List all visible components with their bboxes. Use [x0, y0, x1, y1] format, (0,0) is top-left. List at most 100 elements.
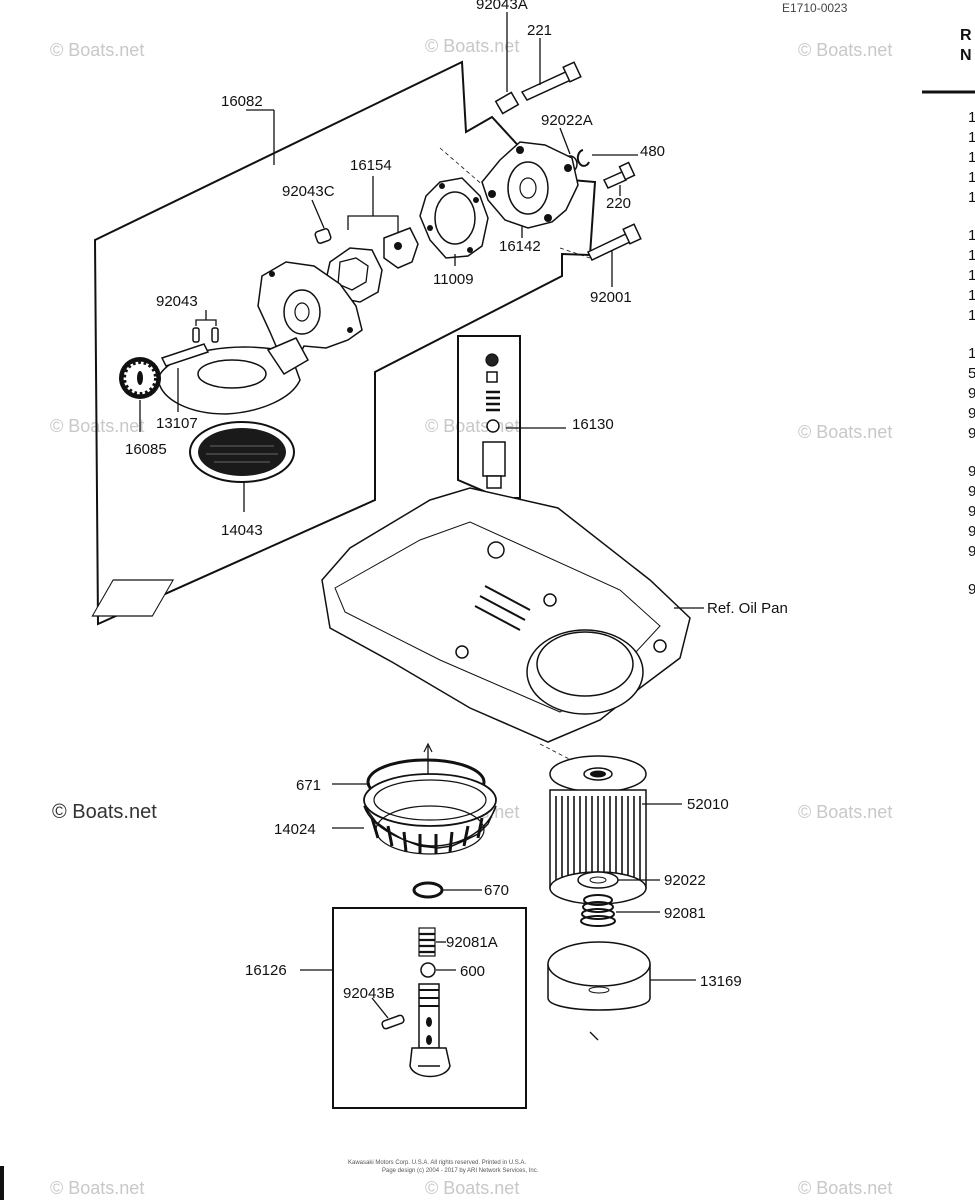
side-column-entry: 5 — [968, 365, 975, 382]
side-column-entry: 9 — [968, 463, 975, 480]
label-221: 221 — [527, 22, 552, 39]
side-column-entry: 9 — [968, 425, 975, 442]
pin-92043B — [381, 1014, 405, 1030]
washer-hole — [589, 876, 607, 884]
label-16082: 16082 — [221, 93, 263, 110]
diagram-ref-code: E1710-0023 — [782, 1, 848, 15]
label-670: 670 — [484, 882, 509, 899]
page-edge-mark — [0, 1166, 4, 1200]
label-600: 600 — [460, 963, 485, 980]
oring-670 — [412, 881, 444, 899]
side-column-entry: 1 — [968, 307, 975, 324]
side-column-entry: 9 — [968, 503, 975, 520]
side-column-entry: 1 — [968, 189, 975, 206]
label-13107: 13107 — [156, 415, 198, 432]
label-220: 220 — [606, 195, 631, 212]
label-16085: 16085 — [125, 441, 167, 458]
label-92043C: 92043C — [282, 183, 335, 200]
watermark: © Boats.net — [798, 422, 892, 442]
label-92043A: 92043A — [476, 0, 528, 13]
side-column-entry: 9 — [968, 385, 975, 402]
bolt-92001-head — [622, 223, 642, 245]
arrow-icon — [423, 742, 433, 753]
arrow-icon — [589, 1031, 599, 1041]
circlip-480 — [576, 149, 590, 167]
side-column-entry: 9 — [968, 483, 975, 500]
oil-filter-52010 — [549, 755, 647, 905]
label-16126: 16126 — [245, 962, 287, 979]
side-column-entry: 1 — [968, 129, 975, 146]
watermark: © Boats.net — [425, 1178, 519, 1198]
label-92022: 92022 — [664, 872, 706, 889]
oil-pan — [91, 487, 691, 743]
pump-body — [157, 261, 363, 415]
watermark: © Boats.net — [50, 40, 144, 60]
label-92022A: 92022A — [541, 112, 593, 129]
label-92001: 92001 — [590, 289, 632, 306]
bolt-220-head — [618, 161, 636, 181]
gear-16085 — [119, 357, 161, 399]
watermark: © Boats.net — [798, 40, 892, 60]
spring-92081 — [580, 894, 616, 927]
bracket-16154 — [347, 215, 399, 232]
filter-cover-14024 — [363, 773, 497, 855]
bracket-92043 — [195, 319, 217, 326]
shaft-13107 — [160, 343, 210, 367]
screen-14043 — [189, 421, 295, 483]
label-16154: 16154 — [350, 157, 392, 174]
side-column-entry: 1 — [968, 227, 975, 244]
guide-line — [559, 247, 591, 259]
side-column-entry: 9 — [968, 523, 975, 540]
leader-92043B — [371, 997, 389, 1019]
filter-cup-13169 — [547, 941, 651, 1011]
label-52010: 52010 — [687, 796, 729, 813]
filter-pleats — [555, 796, 641, 882]
watermark: © Boats.net — [798, 1178, 892, 1198]
side-column-entry: 1 — [968, 149, 975, 166]
copyright-line2: Page design (c) 2004 - 2017 by ARI Netwo… — [382, 1168, 539, 1174]
watermark: © Boats.net — [52, 801, 157, 823]
spring-92081A — [418, 927, 436, 957]
collar-92043A — [494, 91, 520, 115]
copyright-line1: Kawasaki Motors Corp. U.S.A. All rights … — [348, 1160, 526, 1166]
label-671: 671 — [296, 777, 321, 794]
side-column-entry: 1 — [968, 267, 975, 284]
bolt-head — [562, 61, 582, 83]
label-ref-oil-pan: Ref. Oil Pan — [707, 600, 788, 617]
label-13169: 13169 — [700, 973, 742, 990]
label-16142: 16142 — [499, 238, 541, 255]
label-92081: 92081 — [664, 905, 706, 922]
watermark: © Boats.net — [425, 416, 519, 436]
bolt-221 — [494, 61, 582, 115]
label-92081A: 92081A — [446, 934, 498, 951]
side-column-entry: 9 — [968, 581, 975, 598]
rotor-set-16154 — [325, 227, 419, 303]
side-column-entry: 1 — [968, 109, 975, 126]
relief-valve-16130 — [482, 353, 506, 489]
pump-cover-16142 — [481, 141, 579, 229]
leader-92022A — [559, 127, 571, 155]
watermark: © Boats.net — [798, 802, 892, 822]
side-header-n: N — [960, 47, 972, 64]
label-92043: 92043 — [156, 293, 198, 310]
side-column-entry: 1 — [968, 345, 975, 362]
side-column-entry: 1 — [968, 169, 975, 186]
gasket-11009 — [419, 177, 489, 259]
label-11009: 11009 — [433, 271, 474, 288]
side-column-entry: 9 — [968, 405, 975, 422]
label-92043B: 92043B — [343, 985, 395, 1002]
pin-92043C — [314, 228, 332, 244]
side-column-entry: 1 — [968, 287, 975, 304]
label-14024: 14024 — [274, 821, 316, 838]
bypass-valve-box — [332, 907, 527, 1109]
label-14043: 14043 — [221, 522, 263, 539]
side-column-entry: 1 — [968, 247, 975, 264]
ball-600 — [420, 962, 436, 978]
pins-92043 — [192, 327, 219, 343]
watermark: © Boats.net — [425, 36, 519, 56]
leader-92043C — [311, 199, 325, 229]
bypass-valve-body — [409, 983, 451, 1078]
